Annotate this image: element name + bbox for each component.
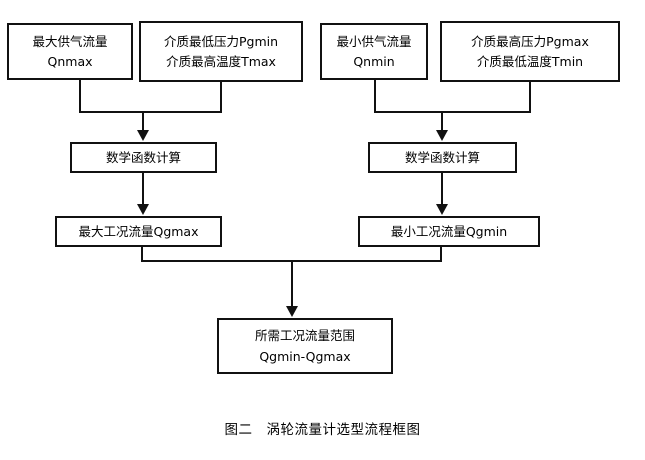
edge-right-merge-stem: [441, 111, 443, 132]
node-math-function-left: 数学函数计算: [70, 142, 217, 173]
node-qgmax: 最大工况流量Qgmax: [55, 216, 222, 247]
node-pgmax-tmin: 介质最高压力Pgmax 介质最低温度Tmin: [440, 21, 620, 82]
arrow-into-math-function-left: [137, 130, 149, 141]
edge-left-merge-bar: [79, 111, 222, 113]
edge-calc-right-to-qgmin: [441, 173, 443, 205]
node-required-flow-range: 所需工况流量范围 Qgmin-Qgmax: [217, 318, 393, 374]
node-qnmax-line1: 最大供气流量: [32, 33, 108, 49]
node-range-line2: Qgmin-Qgmax: [259, 348, 351, 364]
arrow-into-math-function-right: [436, 130, 448, 141]
node-pgmin-line2: 介质最高温度Tmax: [166, 54, 276, 69]
node-math-function-right: 数学函数计算: [368, 142, 517, 173]
node-qnmin-line1: 最小供气流量: [336, 33, 412, 49]
node-math-function-left-label: 数学函数计算: [105, 149, 181, 165]
edge-qgmax-drop: [141, 247, 143, 262]
figure-caption-number: 图二: [224, 422, 253, 438]
edge-pgmax-drop: [529, 82, 531, 113]
edge-right-merge-bar: [374, 111, 531, 113]
node-range-line1: 所需工况流量范围: [254, 328, 355, 344]
figure-caption-title: 涡轮流量计选型流程框图: [266, 422, 421, 438]
node-qnmin-line2: Qnmin: [353, 54, 395, 69]
edge-qnmin-drop: [374, 80, 376, 113]
node-qgmin: 最小工况流量Qgmin: [358, 216, 540, 247]
node-qnmax-line2: Qnmax: [47, 54, 93, 69]
node-qnmax: 最大供气流量 Qnmax: [7, 23, 133, 80]
node-pgmax-line2: 介质最低温度Tmin: [476, 54, 584, 69]
node-pgmax-line1: 介质最高压力Pgmax: [471, 33, 589, 49]
arrow-into-required-flow-range: [286, 306, 298, 317]
edge-bottom-merge-stem: [291, 260, 293, 307]
node-qgmin-label: 最小工况流量Qgmin: [390, 223, 508, 239]
edge-calc-left-to-qgmax: [142, 173, 144, 205]
node-qgmax-label: 最大工况流量Qgmax: [78, 223, 199, 239]
edge-pgmin-drop: [220, 82, 222, 113]
figure-caption: 图二涡轮流量计选型流程框图: [0, 418, 645, 438]
arrow-into-qgmin: [436, 204, 448, 215]
edge-qgmin-drop: [440, 247, 442, 262]
node-pgmin-line1: 介质最低压力Pgmin: [163, 33, 279, 49]
edge-qnmax-drop: [79, 80, 81, 113]
edge-left-merge-stem: [142, 111, 144, 132]
node-qnmin: 最小供气流量 Qnmin: [320, 23, 428, 80]
node-math-function-right-label: 数学函数计算: [404, 149, 480, 165]
arrow-into-qgmax: [137, 204, 149, 215]
node-pgmin-tmax: 介质最低压力Pgmin 介质最高温度Tmax: [139, 21, 303, 82]
